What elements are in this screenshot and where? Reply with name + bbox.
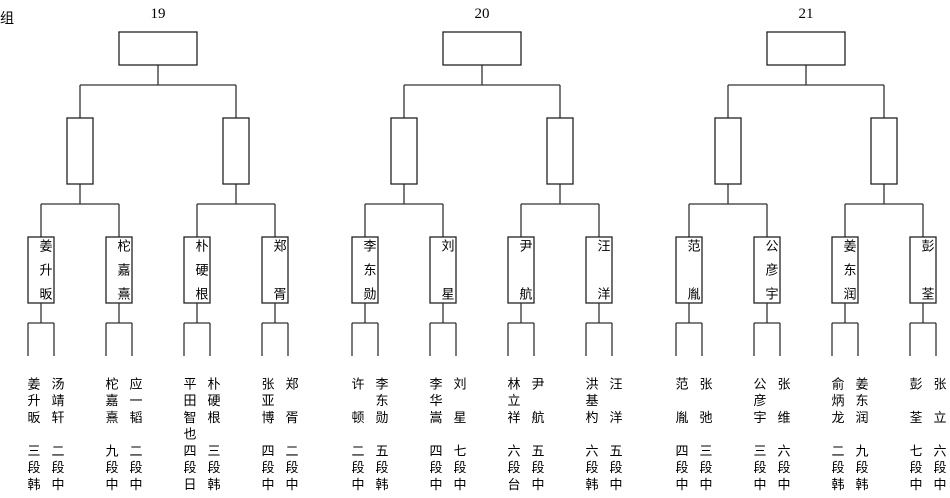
match-winner-box	[585, 236, 613, 304]
player-name: 张亚博	[258, 377, 274, 428]
player-name: 姜东润	[852, 377, 868, 428]
player-name: 张 维	[774, 377, 790, 428]
match-winner-box	[429, 236, 457, 304]
player-rank: 四段日	[180, 444, 196, 495]
player-name: 张 弛	[696, 377, 712, 428]
player-rank: 五段中	[606, 444, 622, 495]
match-winner-name: 范 胤	[684, 239, 700, 311]
semifinal-result-box	[66, 117, 94, 185]
player-name: 彭 荃	[906, 377, 922, 428]
player-rank: 七段中	[906, 444, 922, 495]
player-name: 张 立	[930, 377, 946, 428]
player-rank: 四段中	[672, 444, 688, 495]
player-rank: 六段中	[774, 444, 790, 495]
player-rank: 三段韩	[204, 444, 220, 495]
player-rank: 二段中	[126, 444, 142, 495]
match-winner-name: 公彦宇	[762, 239, 778, 311]
final-result-box	[118, 31, 198, 66]
player-name: 汤靖轩	[48, 377, 64, 428]
player-rank: 二段中	[348, 444, 364, 495]
player-rank: 七段中	[450, 444, 466, 495]
match-winner-name: 郑 胥	[270, 239, 286, 311]
player-name: 尹 航	[528, 377, 544, 428]
player-rank: 三段中	[696, 444, 712, 495]
match-winner-box	[831, 236, 859, 304]
player-name: 范 胤	[672, 377, 688, 428]
player-name: 许 顿	[348, 377, 364, 428]
semifinal-result-box	[870, 117, 898, 185]
match-winner-name: 刘 星	[438, 239, 454, 311]
match-winner-name: 朴硬根	[192, 239, 208, 311]
final-result-box	[442, 31, 522, 66]
semifinal-result-box	[546, 117, 574, 185]
group-number: 19	[150, 6, 166, 22]
match-winner-name: 李东勋	[360, 239, 376, 311]
match-winner-box	[261, 236, 289, 304]
player-rank: 二段韩	[828, 444, 844, 495]
player-name: 洪基杓	[582, 377, 598, 428]
player-rank: 九段韩	[852, 444, 868, 495]
player-rank: 六段中	[930, 444, 946, 495]
match-winner-name: 尹 航	[516, 239, 532, 311]
player-name: 朴硬根	[204, 377, 220, 428]
player-name: 应一韬	[126, 377, 142, 428]
match-winner-name: 姜东润	[840, 239, 856, 311]
player-name: 郑 胥	[282, 377, 298, 428]
player-name: 柁嘉熹	[102, 377, 118, 428]
match-winner-box	[507, 236, 535, 304]
semifinal-result-box	[222, 117, 250, 185]
player-rank: 六段韩	[582, 444, 598, 495]
match-winner-name: 彭 荃	[918, 239, 934, 311]
player-rank: 九段中	[102, 444, 118, 495]
player-rank: 六段台	[504, 444, 520, 495]
player-rank: 三段中	[750, 444, 766, 495]
player-name: 林立祥	[504, 377, 520, 428]
player-name: 李华嵩	[426, 377, 442, 428]
player-rank: 二段中	[282, 444, 298, 495]
match-winner-name: 柁嘉熹	[114, 239, 130, 311]
player-name: 俞炳龙	[828, 377, 844, 428]
semifinal-result-box	[714, 117, 742, 185]
player-rank: 五段韩	[372, 444, 388, 495]
player-name: 平田智也	[180, 377, 196, 444]
group-number: 21	[798, 6, 814, 22]
player-name: 公彦宇	[750, 377, 766, 428]
player-name: 李东勋	[372, 377, 388, 428]
semifinal-result-box	[390, 117, 418, 185]
player-rank: 五段中	[528, 444, 544, 495]
match-winner-box	[105, 236, 133, 304]
group-label: 组	[0, 11, 14, 27]
player-name: 汪 洋	[606, 377, 622, 428]
player-rank: 四段中	[258, 444, 274, 495]
final-result-box	[766, 31, 846, 66]
match-winner-box	[27, 236, 55, 304]
match-winner-box	[753, 236, 781, 304]
player-rank: 三段韩	[24, 444, 40, 495]
player-rank: 二段中	[48, 444, 64, 495]
player-name: 姜升昄	[24, 377, 40, 428]
player-name: 刘 星	[450, 377, 466, 428]
match-winner-name: 汪 洋	[594, 239, 610, 311]
match-winner-name: 姜升昄	[36, 239, 52, 311]
player-rank: 四段中	[426, 444, 442, 495]
group-number: 20	[474, 6, 490, 22]
